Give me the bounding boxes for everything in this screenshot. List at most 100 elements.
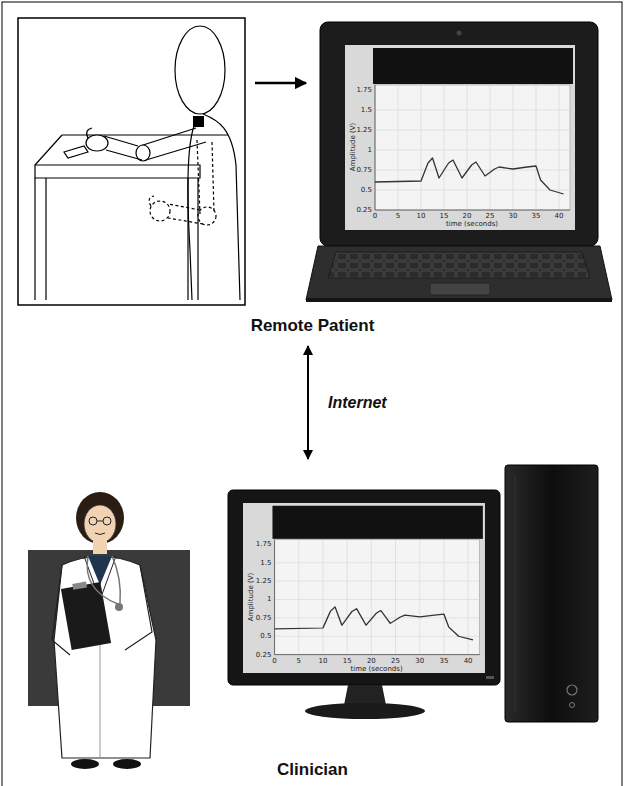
patient-sketch-part-part [35,135,62,165]
axis-tick: 15 [343,657,352,665]
clinician-figure-part [113,759,141,769]
laptop-part [306,246,612,300]
axis-tick-holder: 0.25 [256,651,272,659]
axis-tick-holder: 0.5 [260,632,271,640]
desktop-monitor-part [305,703,425,719]
laptop-part [345,45,575,230]
axis-title-holder: Amplitude (V) [349,123,357,171]
axis-tick: 15 [440,212,449,220]
axis-tick-holder: 10 [318,657,327,665]
patient-sketch-part-part [104,136,138,146]
axis-title-holder: time (seconds) [351,665,403,673]
axis-tick: 40 [555,212,564,220]
axis-tick-holder: 35 [532,212,541,220]
axis-tick-holder: 1.75 [356,86,372,94]
axis-tick: 5 [396,212,400,220]
patient-sketch-part-part [45,178,46,300]
patient-sketch-part-part [86,135,108,151]
axis-tick: 0.25 [356,206,372,214]
axis-tick-holder: 1 [267,595,271,603]
patient-sketch-part-part [203,114,240,300]
patient-sketch-part-part [175,26,225,114]
axis-tick-holder: 5 [396,212,400,220]
axis-tick: 25 [486,212,495,220]
axis-tick: 0.25 [256,651,272,659]
patient-sketch-part-part-part [212,142,214,212]
axis-tick: 1.25 [356,126,372,134]
patient-sketch [18,18,245,305]
computer-tower-part [515,475,516,712]
clinician-figure-part-part [97,521,103,522]
axis-tick-holder: 1 [368,146,372,154]
axis-tick: 5 [297,657,301,665]
axis-tick: 0.75 [356,166,372,174]
clinician-figure-part [93,540,107,554]
desktop-monitor-part [228,490,500,685]
clinician-figure-part [88,556,112,585]
axis-tick-holder: 20 [367,657,376,665]
patient-sketch-part-part [146,142,206,160]
patient-sketch-part-part-part [168,218,203,224]
laptop-part [430,283,490,295]
axis-tick: 0 [373,212,377,220]
axis-tick-holder: 25 [391,657,400,665]
patient-sketch-part-part [35,165,200,178]
axis-tick-holder: 0.25 [356,206,372,214]
axis-tick-holder: 15 [440,212,449,220]
axis-tick-holder: 30 [509,212,518,220]
axis-tick-holder: 20 [463,212,472,220]
axis-tick: 30 [415,657,424,665]
axis-tick-holder: 1.75 [256,540,272,548]
axis-tick-holder: 0.5 [361,186,372,194]
computer-tower [505,465,598,722]
desktop-monitor-part [486,676,494,679]
laptop-part [457,31,462,36]
desktop-monitor-part [243,503,485,673]
computer-tower-part [567,685,577,695]
axis-tick: 35 [439,657,448,665]
axis-tick-holder: 1.25 [356,126,372,134]
patient-sketch-part-part [140,128,196,146]
axis-title-holder: time (seconds) [446,220,498,228]
clinician-figure-part-part [103,517,111,525]
axis-tick: 1 [368,146,372,154]
axis-tick: 1.75 [256,540,272,548]
laptop-part [320,22,598,246]
axis-tick: 0.75 [256,614,272,622]
axis-tick: 1.5 [361,106,372,114]
patient-sketch-part [18,18,245,305]
network-link [307,346,309,459]
clinician-figure-part [125,565,152,650]
axis-tick-holder: 25 [486,212,495,220]
axis-tick-holder: 0.75 [356,166,372,174]
axis-tick: 35 [532,212,541,220]
axis-title-holder: Amplitude (V) [247,573,255,621]
patient-sketch-part-part-part [197,140,200,214]
axis-tick: 10 [417,212,426,220]
axis-tick: 0.5 [260,632,271,640]
illustrated-group: Clinician [10,462,615,780]
axis-tick-holder: 1.5 [361,106,372,114]
group-caption: Clinician [277,760,348,780]
axis-tick-holder: 0 [373,212,377,220]
link-label-holder: Internet [326,393,389,413]
clinician-figure-part [71,759,99,769]
axis-tick: 0.5 [361,186,372,194]
link-label: Internet [326,394,389,411]
desktop-monitor-part [344,685,386,705]
axis-tick: 1.25 [256,577,272,585]
axis-tick: 0 [272,657,276,665]
axis-tick-holder: 10 [417,212,426,220]
axis-tick-holder: 5 [297,657,301,665]
axis-tick-holder: 1.25 [256,577,272,585]
axis-tick: 40 [464,657,473,665]
axis-tick: 1.75 [356,86,372,94]
patient-sketch-part [193,116,204,127]
computer-tower-part [505,465,598,722]
laptop-part [328,252,590,278]
laptop-part [306,298,612,302]
clinician-figure-part [76,492,124,544]
patient-sketch-part-part-part [150,201,170,221]
